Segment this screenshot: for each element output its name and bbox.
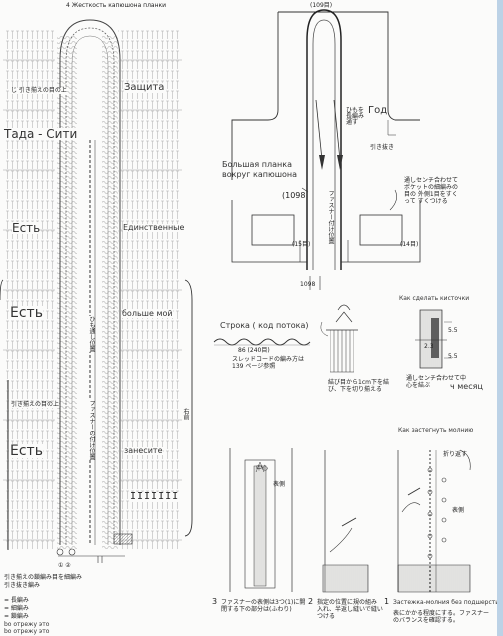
chart-title: 4 Жесткость капюшона планки [66, 2, 167, 9]
label-jp-row1: じ 引き揃えの目の上 [11, 87, 67, 94]
label-markers: ① ② [58, 562, 71, 569]
step-1-text: Застежка-молния без подшерсти [393, 599, 500, 606]
label-kak-sdelat: Как сделать кисточки [399, 295, 470, 302]
tassel-note-2: 通しセンチ合わせて中心を結ぶ [406, 375, 467, 389]
legend-item-2: 引き抜き編み [4, 582, 41, 589]
label-detail-jp: 折り返す [443, 451, 468, 458]
label-bolshe-moi: больше мой [122, 309, 173, 318]
step-1-sub: 表にかかる程度にする。ファスナーのバランスを確認する。 [393, 610, 490, 625]
label-stroka-note: スレッドコードの編み方は 139 ページ参照 [232, 356, 305, 370]
crochet-chart [0, 19, 193, 563]
label-zaschita: Защита [124, 82, 165, 93]
label-size-55a: 5.5 [448, 327, 458, 334]
label-stroka: Строка ( код потока) [220, 321, 309, 330]
label-kak-zastegnut: Как застегнуть молнию [398, 427, 474, 434]
step-2-number: 2 [308, 597, 314, 606]
label-est-3: Есть [10, 443, 43, 459]
label-count-14: (14目) [400, 241, 419, 248]
cord-diagram [213, 338, 311, 346]
scan-edge [497, 0, 503, 636]
label-tag-jp: 引き抜き [370, 144, 395, 151]
legend-item-5: = 鎖編み [4, 613, 29, 620]
legend-item-3: = 長編み [4, 597, 29, 604]
label-mesi: ч месяц [450, 382, 483, 391]
label-jp-row2: 引き揃えの目の上 [11, 401, 60, 408]
label-zanesite: занесите [124, 446, 163, 455]
label-bolshaya-planka: Большая планка вокруг капюшона [222, 160, 298, 179]
label-fastener-position: ファスナーの付け位置 [88, 400, 95, 460]
step-3-number: 3 [212, 597, 218, 606]
tassel-note-1: 結び目から1cm下を結び、下を切り揃える [328, 379, 389, 393]
step-2-text: 指定の位置に規の組み 入れ、半返し縫いで縫いつける [317, 599, 383, 621]
label-bottom-count: 1098 [300, 281, 316, 288]
label-iiiiii: IIIIIII [130, 491, 180, 502]
label-size-23: 2.3 [424, 343, 434, 350]
hood-diagram [231, 9, 421, 290]
label-god-jp: ひもを長編み通す [346, 107, 365, 126]
legend-item-4: = 細編み [4, 605, 29, 612]
bottom-note-2: bo отрежу это [4, 628, 50, 635]
label-front-2: 表側 [452, 507, 465, 514]
label-est-2: Есть [10, 305, 43, 321]
label-tada-city: Тада - Сити [4, 127, 78, 141]
label-fastener-jp: ファスナー付け位置 [327, 190, 334, 244]
label-count-1098: (1098 [282, 191, 306, 200]
hood-count-label: (109目) [310, 2, 333, 9]
label-god: Год [368, 105, 388, 116]
label-stroka-count: 86 (240目) [238, 347, 270, 354]
label-mid-jp: 中心 [256, 465, 269, 472]
step-1-number: 1 [384, 597, 390, 606]
label-edinstvennye: Единственные [123, 223, 185, 232]
legend-item-1: 引き揃えの鎖編み目を細編み [4, 574, 83, 581]
tassel-diagram [320, 304, 452, 373]
step-3-text: ファスナーの表側は3つ(1)に開 閉する下の部分は(ふわり) [221, 599, 306, 614]
bottom-note-1: bo отрежу это [4, 621, 50, 628]
label-hood-mid: ひも通し位置 [88, 316, 95, 352]
pocket-note: 通しセンチ合わせて ポケットの細編みの目の 外側1目をすくって すくつける [404, 177, 459, 205]
label-count-15: (15目) [292, 241, 311, 248]
label-right-front: 右前 [182, 408, 189, 420]
zipper-steps [229, 448, 471, 593]
label-front-1: 表側 [273, 481, 286, 488]
label-est-1: Есть [12, 221, 41, 235]
label-size-55b: 5.5 [448, 353, 458, 360]
